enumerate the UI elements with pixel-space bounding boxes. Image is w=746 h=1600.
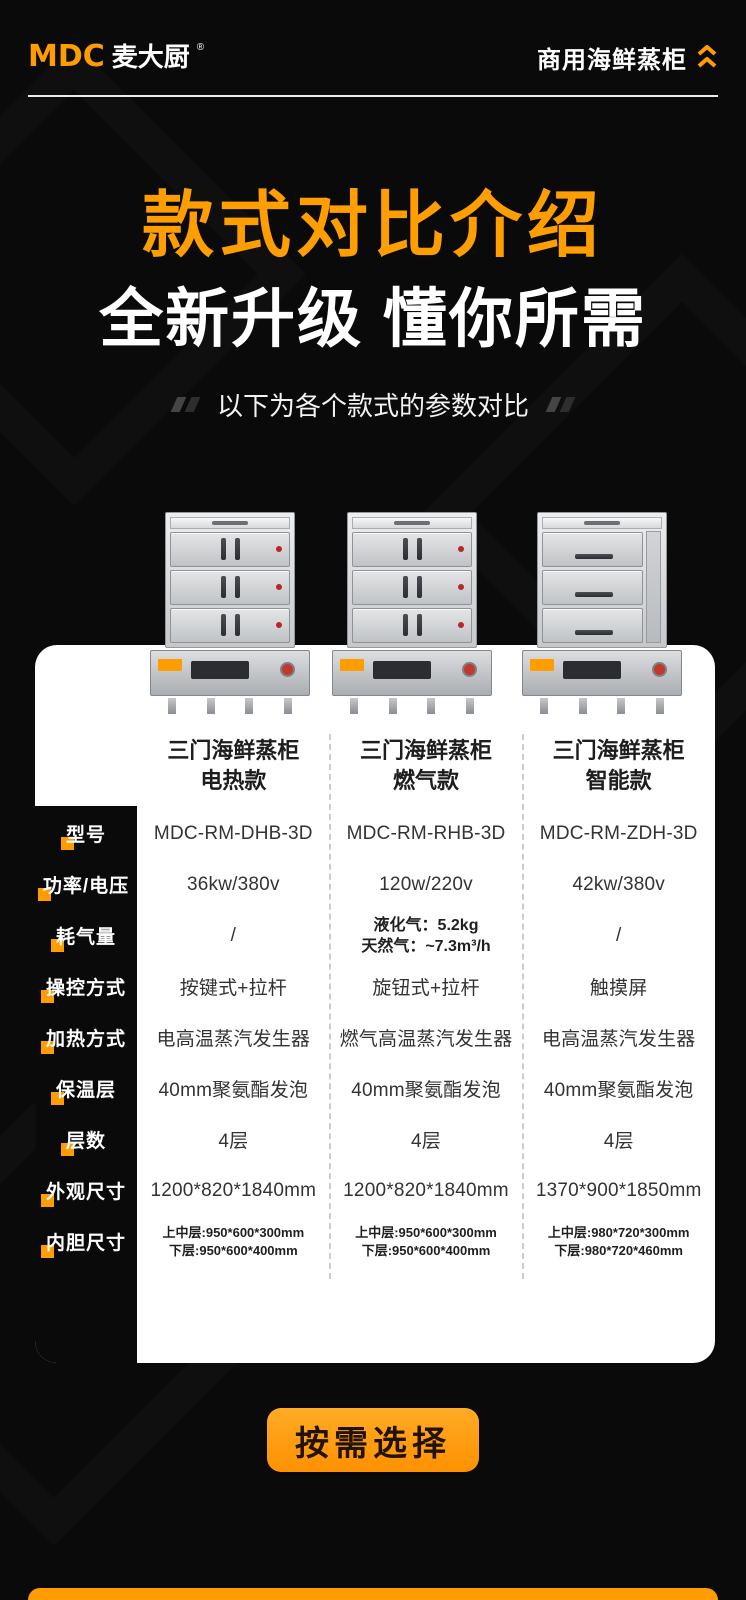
header-section: 商用海鲜蒸柜 xyxy=(537,40,718,75)
row-label: 外观尺寸 xyxy=(35,1177,137,1207)
row-label: 操控方式 xyxy=(35,973,137,1003)
cell-insulation-smart: 40mm聚氨酯发泡 xyxy=(543,1080,694,1101)
cell-heating-electric: 电高温蒸汽发生器 xyxy=(156,1029,311,1050)
comparison-card xyxy=(35,645,715,1363)
table-row-layers: 层数 4层 4层 4层 xyxy=(35,1114,715,1165)
cell-insulation-gas: 40mm聚氨酯发泡 xyxy=(351,1080,501,1101)
hero-note-text: 以下为各个款式的参数对比 xyxy=(216,391,529,421)
table-row-outer-size: 外观尺寸 1200*820*1840mm 1200*820*1840mm 137… xyxy=(35,1165,715,1216)
right-deco-icon xyxy=(545,397,576,412)
column-divider xyxy=(329,734,331,1279)
column-header-gas: 三门海鲜蒸柜 燃气款 xyxy=(360,738,493,793)
cell-gas-gas: 液化气：5.2kg 天然气：~7.3m³/h xyxy=(361,916,491,955)
cell-model-smart: MDC-RM-ZDH-3D xyxy=(539,822,698,844)
table-header-row: 三门海鲜蒸柜 电热款 三门海鲜蒸柜 燃气款 三门海鲜蒸柜 智能款 xyxy=(35,724,715,808)
cell-control-smart: 触摸屏 xyxy=(589,978,648,999)
table-row-insulation: 保温层 40mm聚氨酯发泡 40mm聚氨酯发泡 40mm聚氨酯发泡 xyxy=(35,1063,715,1114)
page-title: 款式对比介绍 xyxy=(141,186,604,266)
cell-power-electric: 36kw/380v xyxy=(187,873,280,895)
column-header-smart: 三门海鲜蒸柜 智能款 xyxy=(552,738,685,793)
cell-outer-size-smart: 1370*900*1850mm xyxy=(535,1179,702,1201)
logo-mdc-text: MDC xyxy=(28,39,105,74)
row-label: 耗气量 xyxy=(35,922,137,952)
table-row-control: 操控方式 按键式+拉杆 旋钮式+拉杆 触摸屏 xyxy=(35,961,715,1012)
row-label-strip xyxy=(35,806,137,1363)
row-label: 层数 xyxy=(35,1126,137,1156)
cell-layers-smart: 4层 xyxy=(603,1131,634,1152)
cell-control-electric: 按键式+拉杆 xyxy=(179,978,287,999)
hero-note: 以下为各个款式的参数对比 xyxy=(0,386,746,423)
table-row-power: 功率/电压 36kw/380v 120w/220v 42kw/380v xyxy=(35,859,715,910)
row-label: 保温层 xyxy=(35,1075,137,1105)
page-subtitle: 全新升级 懂你所需 xyxy=(99,283,647,355)
cell-gas-smart: / xyxy=(615,924,622,946)
comparison-table: 三门海鲜蒸柜 电热款 三门海鲜蒸柜 燃气款 三门海鲜蒸柜 智能款 型号 MDC-… xyxy=(35,724,715,1267)
left-deco-icon xyxy=(170,397,201,412)
cell-control-gas: 旋钮式+拉杆 xyxy=(372,978,480,999)
cell-inner-size-smart: 上中层:980*720*300mm 下层:980*720*460mm xyxy=(547,1224,690,1258)
brand-logo: MDC 麦大厨 ® xyxy=(28,41,204,73)
double-chevron-icon xyxy=(697,45,717,68)
table-row-heating: 加热方式 电高温蒸汽发生器 燃气高温蒸汽发生器 电高温蒸汽发生器 xyxy=(35,1012,715,1063)
cell-outer-size-electric: 1200*820*1840mm xyxy=(150,1179,317,1201)
registered-mark: ® xyxy=(196,42,205,53)
cell-inner-size-electric: 上中层:950*600*300mm 下层:950*600*400mm xyxy=(162,1224,305,1258)
cell-layers-gas: 4层 xyxy=(411,1131,441,1152)
cell-power-gas: 120w/220v xyxy=(379,873,473,895)
cell-power-smart: 42kw/380v xyxy=(572,873,665,895)
column-header-electric: 三门海鲜蒸柜 电热款 xyxy=(167,738,300,793)
table-row-inner-size: 内胆尺寸 上中层:950*600*300mm 下层:950*600*400mm … xyxy=(35,1216,715,1267)
next-section-bar xyxy=(28,1588,718,1600)
column-divider xyxy=(522,734,524,1279)
cell-model-gas: MDC-RM-RHB-3D xyxy=(346,822,506,844)
table-row-model: 型号 MDC-RM-DHB-3D MDC-RM-RHB-3D MDC-RM-ZD… xyxy=(35,808,715,859)
cell-insulation-electric: 40mm聚氨酯发泡 xyxy=(158,1080,309,1101)
cell-model-electric: MDC-RM-DHB-3D xyxy=(153,822,313,844)
row-label: 功率/电压 xyxy=(35,871,137,901)
cell-gas-electric: / xyxy=(230,924,237,946)
cell-heating-smart: 电高温蒸汽发生器 xyxy=(541,1029,696,1050)
row-label: 加热方式 xyxy=(35,1024,137,1054)
section-title: 商用海鲜蒸柜 xyxy=(537,46,687,74)
product-image-electric xyxy=(150,512,310,714)
header-divider xyxy=(28,95,718,97)
row-label: 内胆尺寸 xyxy=(35,1228,137,1258)
cell-outer-size-gas: 1200*820*1840mm xyxy=(343,1179,509,1201)
choose-by-need-button[interactable]: 按需选择 xyxy=(267,1408,479,1472)
cell-layers-electric: 4层 xyxy=(218,1131,249,1152)
cell-inner-size-gas: 上中层:950*600*300mm 下层:950*600*400mm xyxy=(355,1224,497,1258)
product-image-gas xyxy=(332,512,492,714)
table-row-gas-consumption: 耗气量 / 液化气：5.2kg 天然气：~7.3m³/h / xyxy=(35,910,715,961)
header: MDC 麦大厨 ® 商用海鲜蒸柜 xyxy=(28,34,718,80)
row-label: 型号 xyxy=(35,820,137,850)
cell-heating-gas: 燃气高温蒸汽发生器 xyxy=(339,1029,513,1050)
logo-cn-text: 麦大厨 xyxy=(111,42,190,72)
product-image-smart xyxy=(522,512,682,714)
